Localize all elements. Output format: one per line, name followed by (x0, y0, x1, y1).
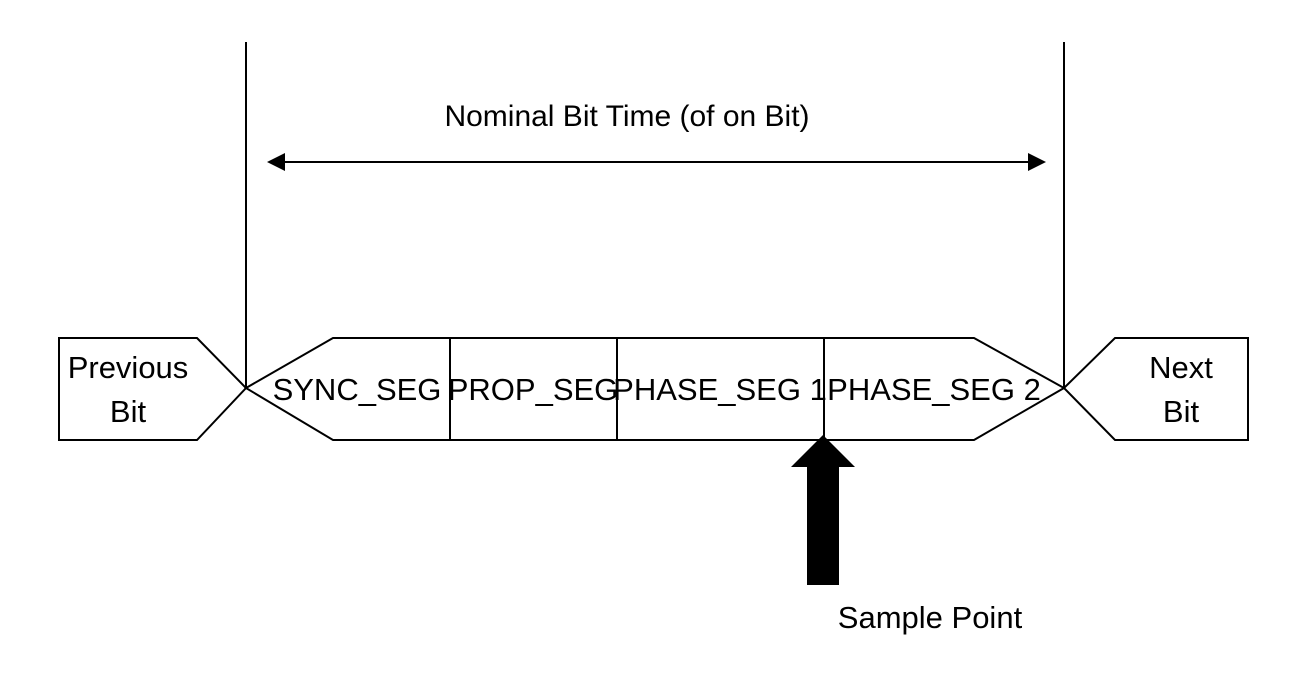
arrowhead-right-icon (1028, 153, 1046, 171)
nominal-bit-time-span-arrow (267, 153, 1046, 171)
diagram-title: Nominal Bit Time (of on Bit) (444, 100, 809, 133)
sample-point-arrow-icon (791, 435, 855, 585)
sample-point-label: Sample Point (838, 600, 1023, 635)
next-bit-label-line2: Bit (1163, 394, 1200, 429)
segment-label-phase-seg-2: PHASE_SEG 2 (827, 372, 1041, 407)
previous-bit-shape (58, 337, 248, 441)
next-bit-label-line1: Next (1149, 350, 1213, 385)
segment-label-prop-seg: PROP_SEG (448, 372, 619, 407)
previous-bit-label-line1: Previous (68, 350, 189, 385)
next-bit-shape (1062, 337, 1249, 441)
segment-label-phase-seg-1: PHASE_SEG 1 (613, 372, 827, 407)
previous-bit-label-line2: Bit (110, 394, 147, 429)
segment-label-sync-seg: SYNC_SEG (273, 372, 442, 407)
arrowhead-left-icon (267, 153, 285, 171)
